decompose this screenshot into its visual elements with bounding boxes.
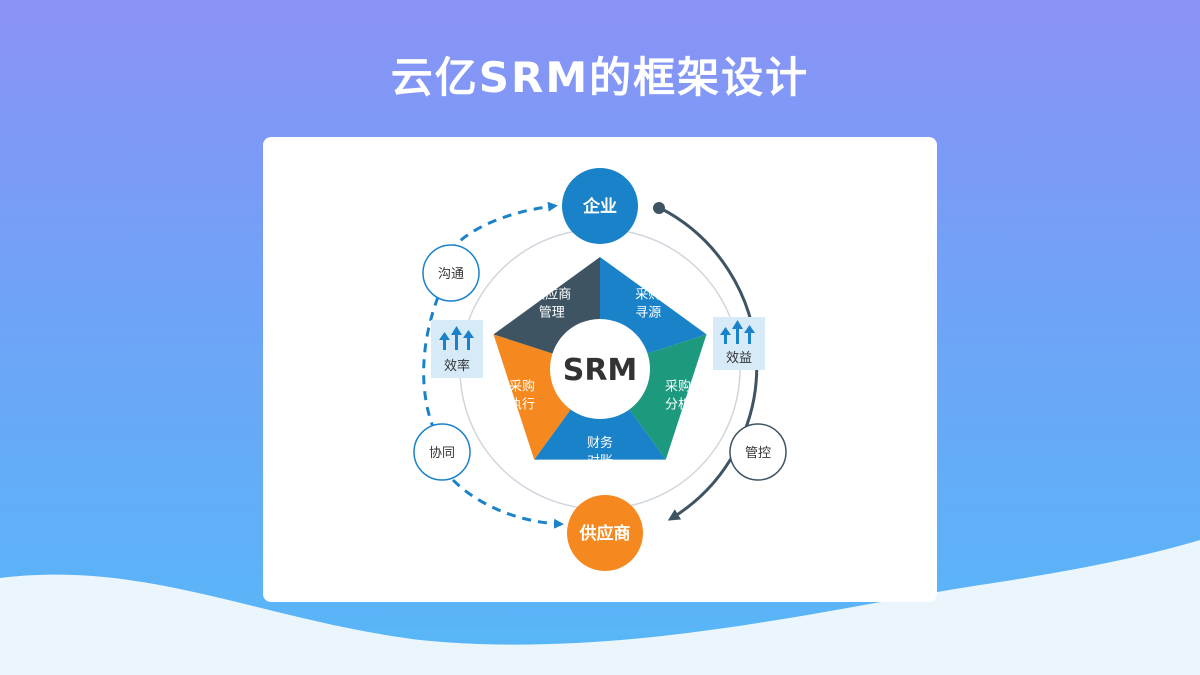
srm-segment-label-2-1: 对账 <box>587 454 613 469</box>
page-title: 云亿SRM的框架设计 <box>390 53 810 102</box>
srm-segment-label-3-1: 执行 <box>509 397 535 412</box>
enterprise-node <box>562 168 638 244</box>
control-node <box>729 423 787 481</box>
communicate-node <box>422 244 480 302</box>
srm-segment-label-1-0: 采购 <box>665 378 691 394</box>
srm-segment-2 <box>534 409 666 460</box>
supplier-node <box>567 495 643 571</box>
benefit-badge: 效益 <box>713 317 765 370</box>
dashed-arrow-upper <box>448 201 558 253</box>
diagram-card: 采购寻源采购分析财务对账采购执行供应商管理 SRM 企业 供应商 沟通 协同 管… <box>263 137 937 602</box>
control-label: 管控 <box>745 446 771 461</box>
srm-segment-label-3-0: 采购 <box>509 378 535 394</box>
communicate-label: 沟通 <box>438 267 464 282</box>
collaborate-label: 协同 <box>429 446 455 461</box>
enterprise-label: 企业 <box>582 196 617 217</box>
up-arrows-icon <box>439 326 474 350</box>
up-arrows-icon <box>720 320 755 344</box>
dashed-arrow-middle <box>422 296 440 433</box>
srm-segment-label-2-0: 财务 <box>587 435 613 451</box>
srm-segment-label-4-1: 管理 <box>539 306 565 321</box>
collaborate-node <box>413 423 471 481</box>
srm-segment-label-1-1: 分析 <box>665 397 691 412</box>
efficiency-label: 效率 <box>444 358 470 374</box>
supplier-label: 供应商 <box>579 523 631 544</box>
srm-segment-label-0-1: 寻源 <box>635 306 661 321</box>
dashed-arrow-lower <box>451 478 564 529</box>
center-label: SRM <box>563 353 638 388</box>
center-circle <box>550 319 650 419</box>
control-arc-start-dot <box>653 202 665 214</box>
srm-segment-label-4-0: 供应商 <box>532 287 571 303</box>
efficiency-badge: 效率 <box>431 320 483 378</box>
srm-segment-label-0-0: 采购 <box>635 287 661 303</box>
benefit-label: 效益 <box>726 351 752 366</box>
